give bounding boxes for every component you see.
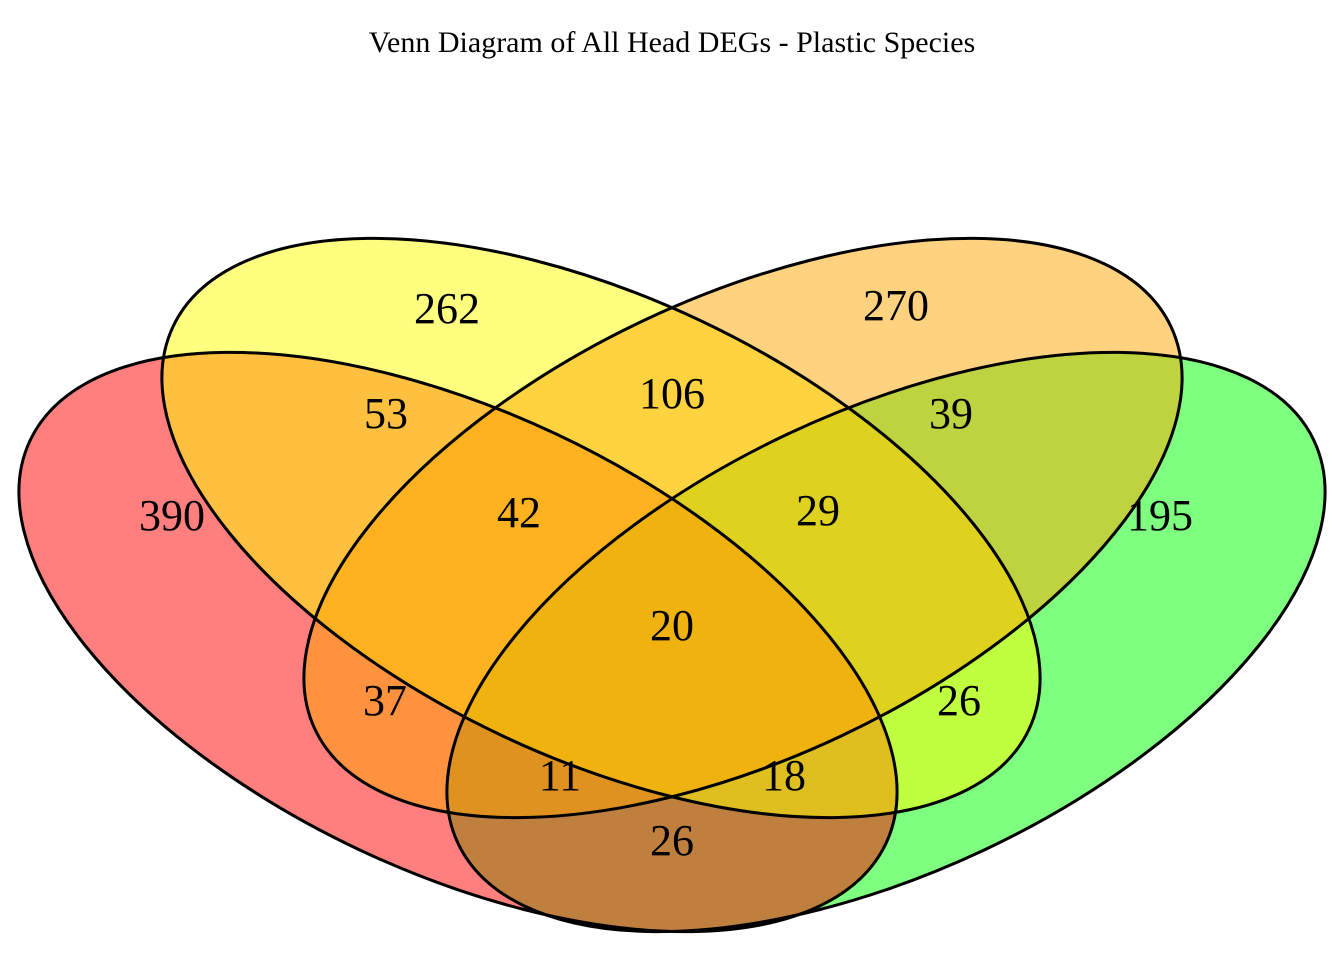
region-set1-set2-count: 53 xyxy=(364,389,408,438)
region-all-four-count: 20 xyxy=(650,601,694,650)
set2-yellow-ellipse-outline xyxy=(160,236,1042,820)
region-set1-set4-count: 26 xyxy=(650,816,694,865)
region-set1-set3-set4-count: 11 xyxy=(539,751,581,800)
region-set2-set3-set4-count: 29 xyxy=(796,486,840,535)
region-set2-set4-count: 26 xyxy=(937,676,981,725)
region-set4-only-count: 195 xyxy=(1127,491,1193,540)
region-set3-only-count: 270 xyxy=(863,281,929,330)
region-set1-set3-count: 37 xyxy=(363,676,407,725)
set1-red-ellipse-outline xyxy=(17,350,899,934)
region-set1-set2-set3-count: 42 xyxy=(497,488,541,537)
set4-green-ellipse-outline xyxy=(445,350,1327,934)
set3-orange-ellipse-outline xyxy=(302,236,1184,820)
region-set3-set4-count: 39 xyxy=(929,389,973,438)
region-set2-set3-count: 106 xyxy=(639,369,705,418)
region-set2-only-count: 262 xyxy=(414,284,480,333)
region-set1-only-count: 390 xyxy=(139,491,205,540)
set3-orange-ellipse-fill xyxy=(303,238,1183,818)
diagram-title: Venn Diagram of All Head DEGs - Plastic … xyxy=(369,26,976,59)
region-set1-set2-set4-count: 18 xyxy=(762,751,806,800)
